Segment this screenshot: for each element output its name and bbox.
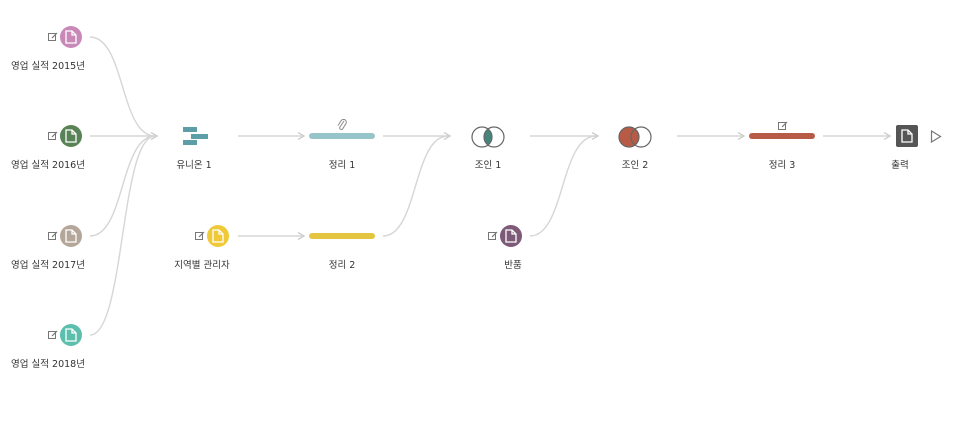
clean-step-bar[interactable] [749,133,815,139]
file-icon[interactable] [896,125,918,147]
link-clean2-join1 [382,135,449,237]
file-icon[interactable] [60,26,82,48]
arrowhead-join1-in [443,131,452,141]
node-label: 영업 실적 2018년 [11,359,85,370]
arrowhead-clean2-in [297,231,306,241]
edit-icon[interactable] [48,330,58,340]
link-2018-union [89,135,156,336]
edit-icon[interactable] [48,32,58,42]
edit-icon[interactable] [48,231,58,241]
node-label: 정리 1 [328,160,356,171]
node-label: 유니온 1 [176,160,212,171]
node-label: 정리 2 [328,260,356,271]
node-label: 지역별 관리자 [174,260,230,271]
left-join-icon[interactable] [617,125,655,149]
arrowhead-output-in [883,131,892,141]
union-icon[interactable] [182,126,210,146]
file-icon[interactable] [500,225,522,247]
arrowhead-join2-in [591,131,600,141]
edit-icon[interactable] [195,231,205,241]
node-label: 영업 실적 2015년 [11,61,85,72]
arrowhead-union-in [150,131,159,141]
edit-icon[interactable] [488,231,498,241]
node-label: 영업 실적 2017년 [11,260,85,271]
node-label: 출력 [891,160,909,171]
file-icon[interactable] [60,225,82,247]
node-label: 반품 [504,260,522,271]
paperclip-icon [337,119,347,130]
file-icon[interactable] [60,324,82,346]
play-icon[interactable] [930,130,942,143]
clean-step-bar[interactable] [309,233,375,239]
arrowhead-clean3-in [737,131,746,141]
node-label: 영업 실적 2016년 [11,160,85,171]
arrowhead-clean1-in [297,131,306,141]
edit-icon[interactable] [778,121,788,131]
node-label: 정리 3 [768,160,796,171]
link-2017-union [89,135,156,237]
node-label: 조인 1 [474,160,502,171]
node-label: 조인 2 [621,160,649,171]
clean-step-bar[interactable] [309,133,375,139]
link-returns-join2 [529,135,597,237]
link-2015-union [89,36,156,137]
inner-join-icon[interactable] [470,125,508,149]
file-icon[interactable] [60,125,82,147]
edit-icon[interactable] [48,131,58,141]
file-icon[interactable] [207,225,229,247]
